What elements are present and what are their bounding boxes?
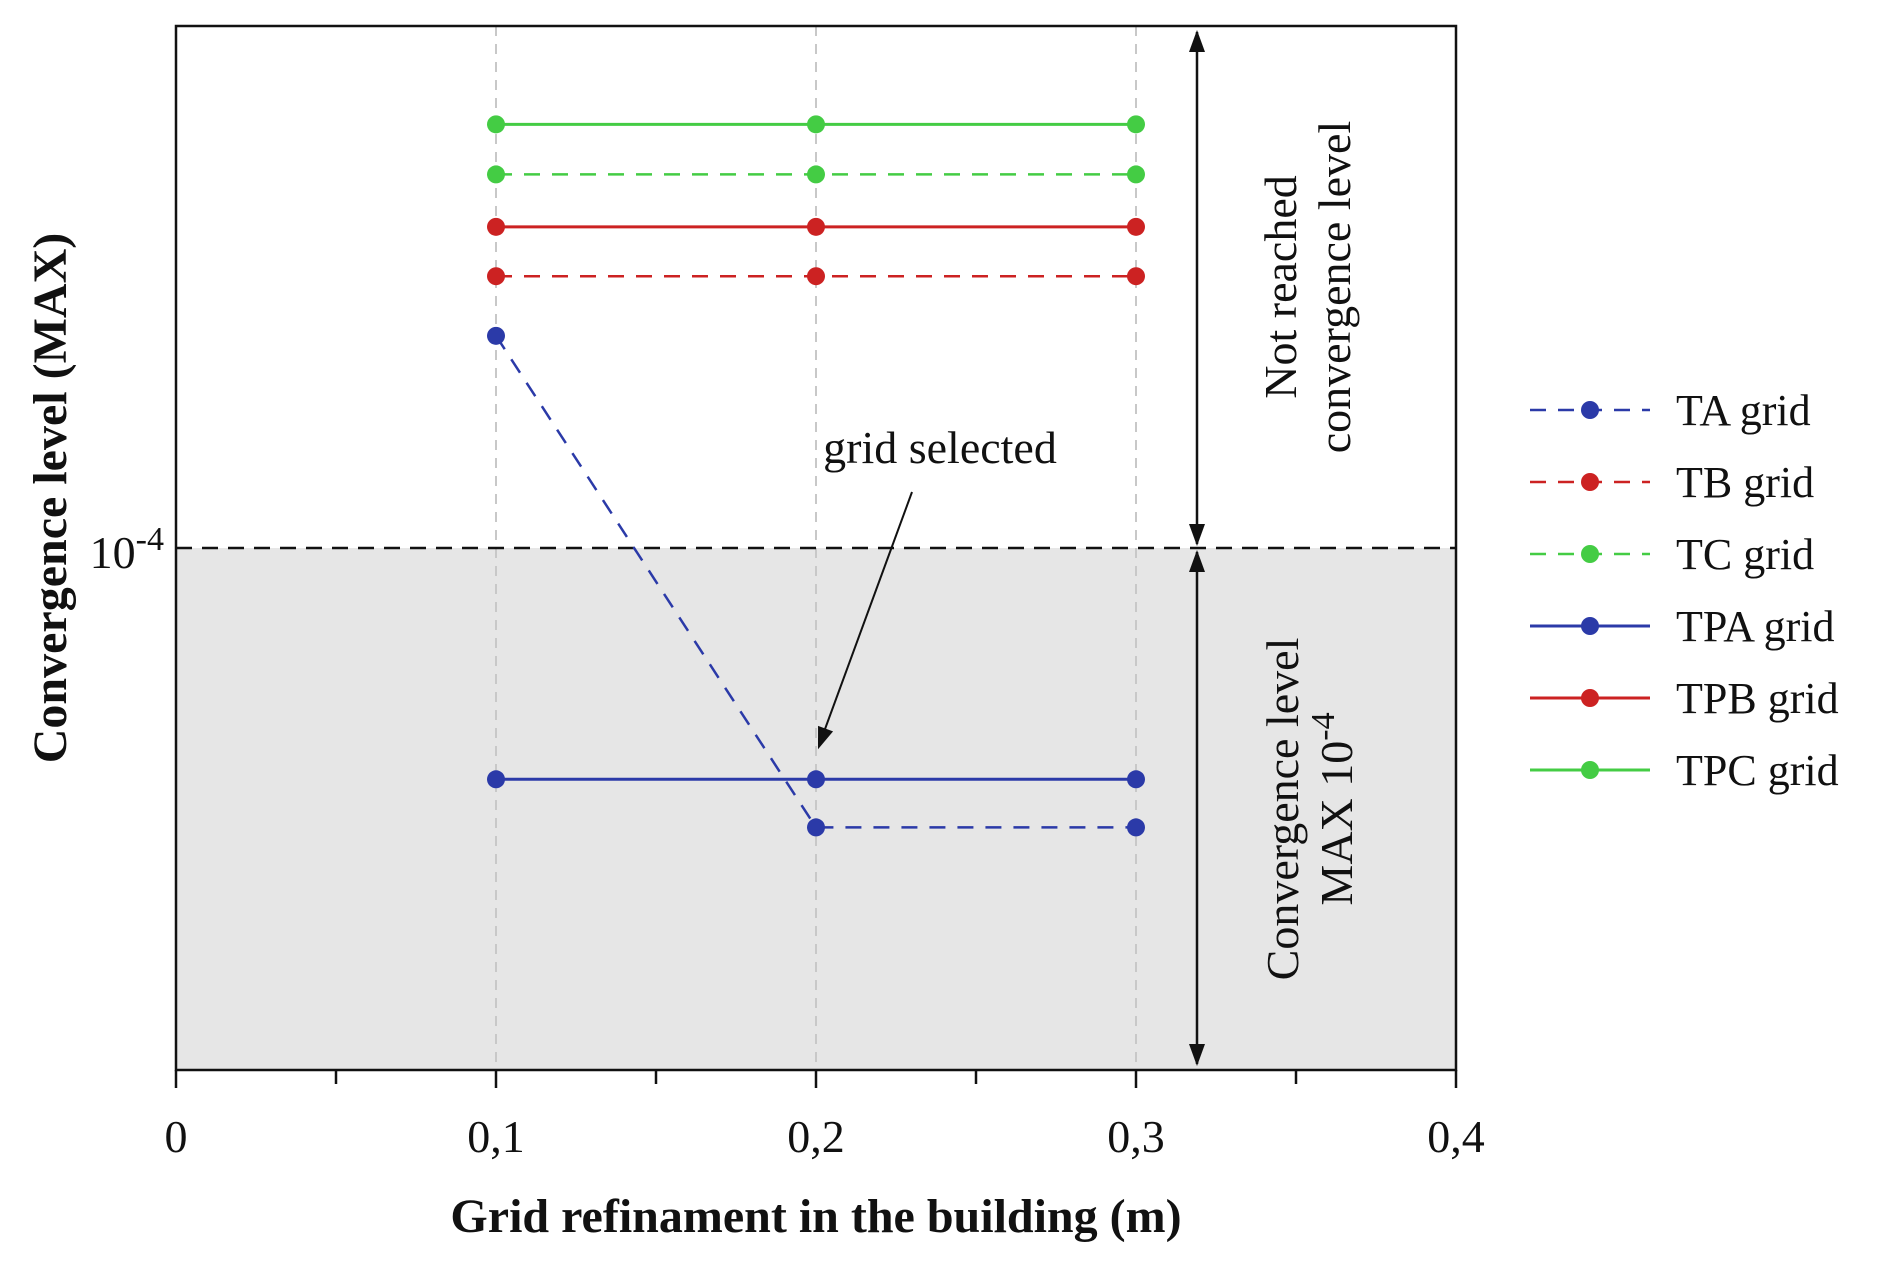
dimension-arrowhead	[1189, 30, 1205, 52]
converged-label: Convergence level MAX 10-4	[1257, 638, 1362, 981]
x-tick-label: 0,1	[467, 1111, 525, 1162]
legend-label: TC grid	[1676, 530, 1814, 579]
data-point	[807, 267, 825, 286]
legend-item: TPA grid	[1530, 602, 1835, 651]
series-tpa-grid	[487, 770, 1145, 789]
series-tpc-grid	[487, 115, 1145, 134]
legend-label: TPB grid	[1676, 674, 1839, 723]
series-group	[487, 115, 1145, 837]
not-reached-label: Not reached convergence level	[1255, 121, 1360, 453]
y-tick-exponent: -4	[136, 521, 164, 558]
dimension-arrowhead	[1189, 550, 1205, 572]
x-tick-label: 0	[165, 1111, 188, 1162]
grid-selected-arrow	[821, 491, 913, 738]
data-point	[807, 165, 825, 184]
series-ta-grid	[487, 326, 1145, 837]
series-line	[494, 335, 1136, 829]
converged-line2-prefix: MAX 10	[1311, 741, 1362, 906]
x-axis-title: Grid refinament in the building (m)	[450, 1190, 1181, 1243]
y-tick-label: 10-4	[90, 521, 164, 578]
legend-item: TPB grid	[1530, 674, 1839, 723]
not-reached-line1: Not reached	[1255, 175, 1306, 399]
legend-label: TPC grid	[1676, 746, 1839, 795]
legend-swatch-marker	[1581, 689, 1599, 707]
grid-selected-label: grid selected	[823, 422, 1057, 473]
legend-label: TB grid	[1676, 458, 1814, 507]
converged-line1: Convergence level	[1257, 638, 1308, 981]
x-tick-label: 0,3	[1107, 1111, 1165, 1162]
annotations: grid selected Not reached convergence le…	[818, 30, 1362, 1066]
legend-swatch-marker	[1581, 761, 1599, 779]
legend-item: TB grid	[1530, 458, 1814, 507]
data-point	[1127, 165, 1145, 184]
x-tick-label: 0,4	[1427, 1111, 1485, 1162]
legend-swatch-marker	[1581, 545, 1599, 563]
legend-swatch-marker	[1581, 473, 1599, 491]
data-point	[1127, 115, 1145, 134]
y-axis-title: Convergence level (MAX)	[24, 233, 77, 763]
series-tpb-grid	[487, 217, 1145, 236]
x-axis: 0 0,1 0,2 0,3 0,4	[165, 1070, 1485, 1162]
data-point	[807, 115, 825, 134]
data-point	[487, 217, 505, 236]
data-point	[1127, 217, 1145, 236]
dimension-arrowhead	[1189, 1044, 1205, 1066]
data-point	[807, 770, 825, 789]
legend-item: TPC grid	[1530, 746, 1839, 795]
data-point	[807, 818, 825, 837]
grid-selected-arrowhead	[818, 725, 834, 750]
dimension-arrowhead	[1189, 524, 1205, 546]
data-point	[487, 770, 505, 789]
data-point	[487, 115, 505, 134]
legend-item: TA grid	[1530, 386, 1811, 435]
legend-item: TC grid	[1530, 530, 1814, 579]
converged-line2-exponent: -4	[1305, 712, 1342, 740]
legend-swatch-marker	[1581, 617, 1599, 635]
converged-line2: MAX 10-4	[1305, 712, 1362, 905]
legend-label: TA grid	[1676, 386, 1811, 435]
data-point	[1127, 267, 1145, 286]
not-reached-line2: convergence level	[1309, 121, 1360, 453]
data-point	[487, 165, 505, 184]
series-tc-grid	[487, 165, 1145, 184]
x-tick-label: 0,2	[787, 1111, 845, 1162]
data-point	[1127, 818, 1145, 837]
data-point	[487, 326, 505, 345]
legend-label: TPA grid	[1676, 602, 1835, 651]
data-point	[807, 217, 825, 236]
data-point	[487, 267, 505, 286]
legend-swatch-marker	[1581, 401, 1599, 419]
y-tick-base: 10	[90, 527, 136, 578]
data-point	[1127, 770, 1145, 789]
series-tb-grid	[487, 267, 1145, 286]
